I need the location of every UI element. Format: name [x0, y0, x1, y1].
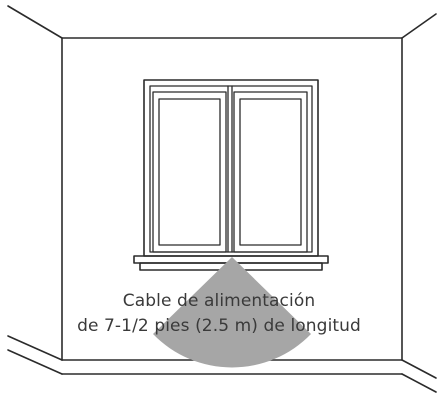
window-outer-frame — [143, 79, 319, 257]
caption-line-1: Cable de alimentación — [122, 291, 316, 311]
floor-left-line-upper — [7, 335, 63, 361]
caption-line-2: de 7-1/2 pies (2.5 m) de longitud — [77, 316, 361, 336]
window-left-pane — [158, 98, 221, 246]
floor-right-line-lower — [401, 373, 437, 393]
ceiling-right-line — [401, 13, 437, 39]
power-cord-coverage-area — [153, 257, 311, 368]
window-right-pane — [239, 98, 302, 246]
window — [133, 79, 329, 271]
window-inner-frame — [149, 85, 313, 253]
window-right-sash — [233, 91, 308, 253]
floor-right-line-upper — [401, 359, 437, 379]
floor-left-line-lower — [7, 349, 63, 375]
ceiling-left-line — [7, 5, 63, 39]
window-left-sash — [152, 91, 227, 253]
